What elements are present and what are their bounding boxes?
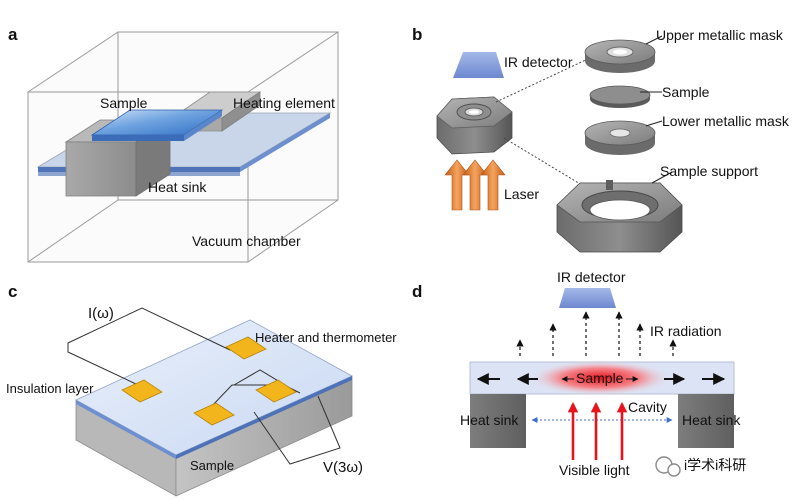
heat-sink-left — [470, 394, 526, 448]
label-support: Sample support — [660, 163, 758, 179]
panel-d-letter: d — [412, 282, 422, 301]
label-heating-element: Heating element — [233, 95, 335, 111]
label-laser: Laser — [504, 186, 539, 202]
label-sample-d: Sample — [576, 370, 624, 386]
ir-radiation-arrows — [516, 311, 677, 356]
ir-detector-shape-b — [453, 52, 504, 78]
panel-d: d IR detector IR radiation Sample — [412, 269, 741, 478]
label-insulation-layer: Insulation layer — [6, 381, 94, 396]
panel-a: a — [8, 25, 339, 263]
leader-upper-mask — [645, 35, 663, 45]
label-heat-sink-a: Heat sink — [148, 179, 207, 195]
label-cavity: Cavity — [628, 399, 667, 415]
label-vacuum-chamber: Vacuum chamber — [192, 233, 301, 249]
heat-sink-right — [678, 394, 734, 448]
label-sample-a: Sample — [100, 95, 148, 111]
label-heat-sink-left: Heat sink — [460, 412, 519, 428]
label-ir-detector-b: IR detector — [504, 54, 573, 70]
panel-c: c I(ω) Heater and thermometer Insulation… — [6, 282, 397, 497]
label-ir-radiation: IR radiation — [650, 323, 722, 339]
panel-c-letter: c — [8, 282, 17, 301]
upper-metallic-mask — [584, 39, 656, 73]
panel-b: b IR detector Laser — [412, 25, 790, 253]
laser-arrows — [444, 159, 506, 211]
sample-support — [556, 180, 683, 253]
watermark-text: i学术i科研 — [684, 457, 746, 473]
assembled-holder — [436, 96, 513, 155]
ir-detector-shape-d — [559, 288, 616, 308]
leader-lower-mask — [645, 120, 663, 127]
label-heat-sink-right: Heat sink — [682, 412, 741, 428]
visible-light-arrows — [567, 401, 628, 460]
sample-slab-c — [75, 319, 353, 497]
label-current: I(ω) — [88, 305, 114, 322]
label-voltage: V(3ω) — [323, 459, 363, 476]
label-visible-light: Visible light — [559, 462, 630, 478]
sample-bar-d — [469, 360, 735, 396]
label-upper-mask: Upper metallic mask — [656, 27, 784, 43]
wechat-icon — [655, 456, 681, 477]
sample-disk — [589, 85, 651, 108]
label-sample-c: Sample — [190, 458, 234, 473]
watermark: i学术i科研 — [655, 456, 746, 477]
sample-plate — [90, 109, 224, 141]
panel-b-letter: b — [412, 25, 422, 44]
panel-a-letter: a — [8, 25, 18, 44]
label-sample-b: Sample — [662, 84, 710, 100]
label-lower-mask: Lower metallic mask — [662, 113, 790, 129]
heater-pads — [121, 336, 297, 426]
label-ir-detector-d: IR detector — [557, 269, 626, 285]
label-heater-thermometer: Heater and thermometer — [255, 330, 397, 345]
leader-support — [651, 171, 673, 184]
lower-metallic-mask — [584, 120, 656, 155]
